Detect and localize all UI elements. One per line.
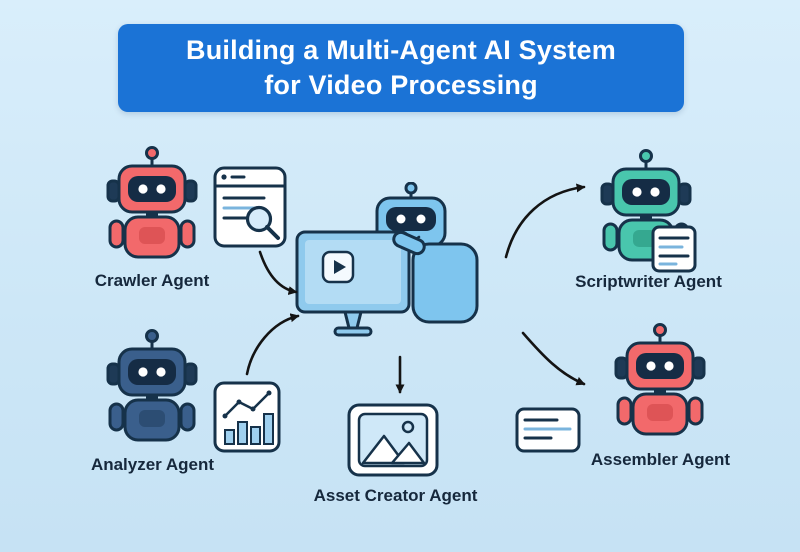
image-icon <box>347 403 439 477</box>
crawler-agent-robot <box>102 145 202 267</box>
arrow-coordinator-to-assembler <box>521 331 586 386</box>
monitor-play-icon <box>295 230 411 337</box>
notes-document-icon <box>515 407 581 453</box>
asset-creator-agent-label: Asset Creator Agent <box>313 486 478 505</box>
crawler-agent-label: Crawler Agent <box>94 271 210 290</box>
scriptwriter-agent-label: Scriptwriter Agent <box>575 272 722 291</box>
title-line-2: for Video Processing <box>264 70 538 100</box>
assembler-agent-robot <box>610 322 710 444</box>
analyzer-agent-robot <box>102 328 202 450</box>
arrow-coordinator-to-scriptwriter <box>504 183 586 259</box>
title-banner: Building a Multi-Agent AI System for Vid… <box>118 24 684 112</box>
analyzer-agent-label: Analyzer Agent <box>90 455 215 474</box>
title-line-1: Building a Multi-Agent AI System <box>186 34 616 65</box>
browser-search-icon <box>213 166 287 248</box>
arrow-analyzer-to-coordinator <box>245 313 300 376</box>
coordinator-robot <box>295 182 479 337</box>
assembler-agent-label: Assembler Agent <box>590 450 731 469</box>
bar-line-chart-icon <box>213 381 281 453</box>
script-document-icon <box>651 225 697 273</box>
arrow-crawler-to-coordinator <box>258 250 298 296</box>
